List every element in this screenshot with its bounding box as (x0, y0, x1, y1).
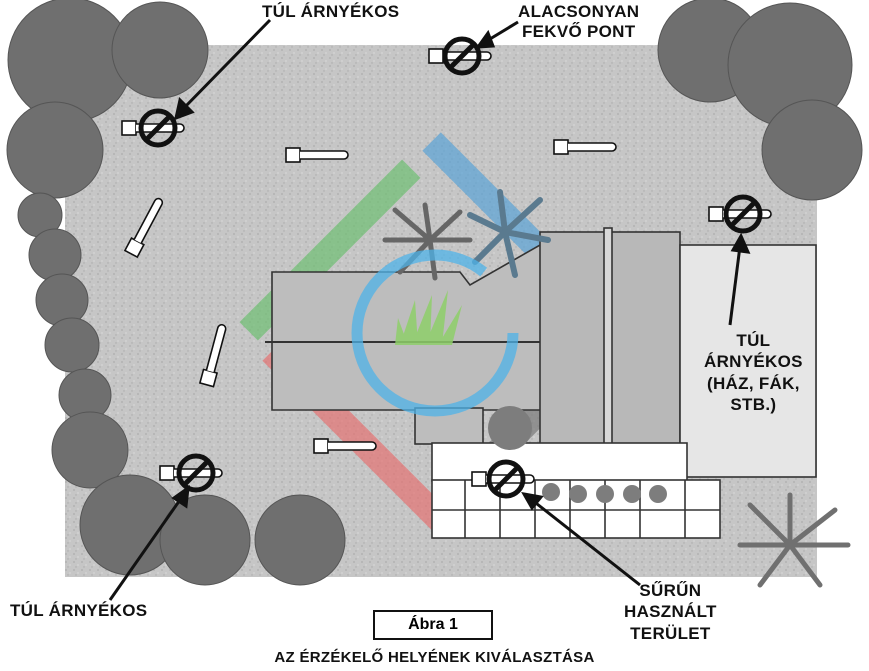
arrows (108, 18, 751, 601)
grass-icon (395, 290, 462, 345)
label-low-point: ALACSONYAN FEKVŐ PONT (518, 2, 640, 41)
star-plant-3 (737, 492, 851, 588)
label-too-shady-bottom-left: TÚL ÁRNYÉKOS (10, 601, 148, 620)
shrubs (488, 406, 667, 503)
figure-caption: AZ ÉRZÉKELŐ HELYÉNEK KIVÁLASZTÁSA (274, 649, 595, 666)
star-plant-2 (467, 189, 551, 278)
house (265, 227, 817, 539)
label-too-shady-top-left: TÚL ÁRNYÉKOS (262, 2, 400, 21)
figure-label: Ábra 1 (408, 616, 458, 633)
figure-label-box: Ábra 1 (373, 610, 493, 640)
trees (6, 0, 863, 586)
label-busy-area: SŰRŰN HASZNÁLT TERÜLET (624, 581, 717, 643)
label-too-shady-right: TÚL ÁRNYÉKOS (HÁZ, FÁK, STB.) (704, 331, 803, 414)
sun-ring (351, 249, 519, 417)
